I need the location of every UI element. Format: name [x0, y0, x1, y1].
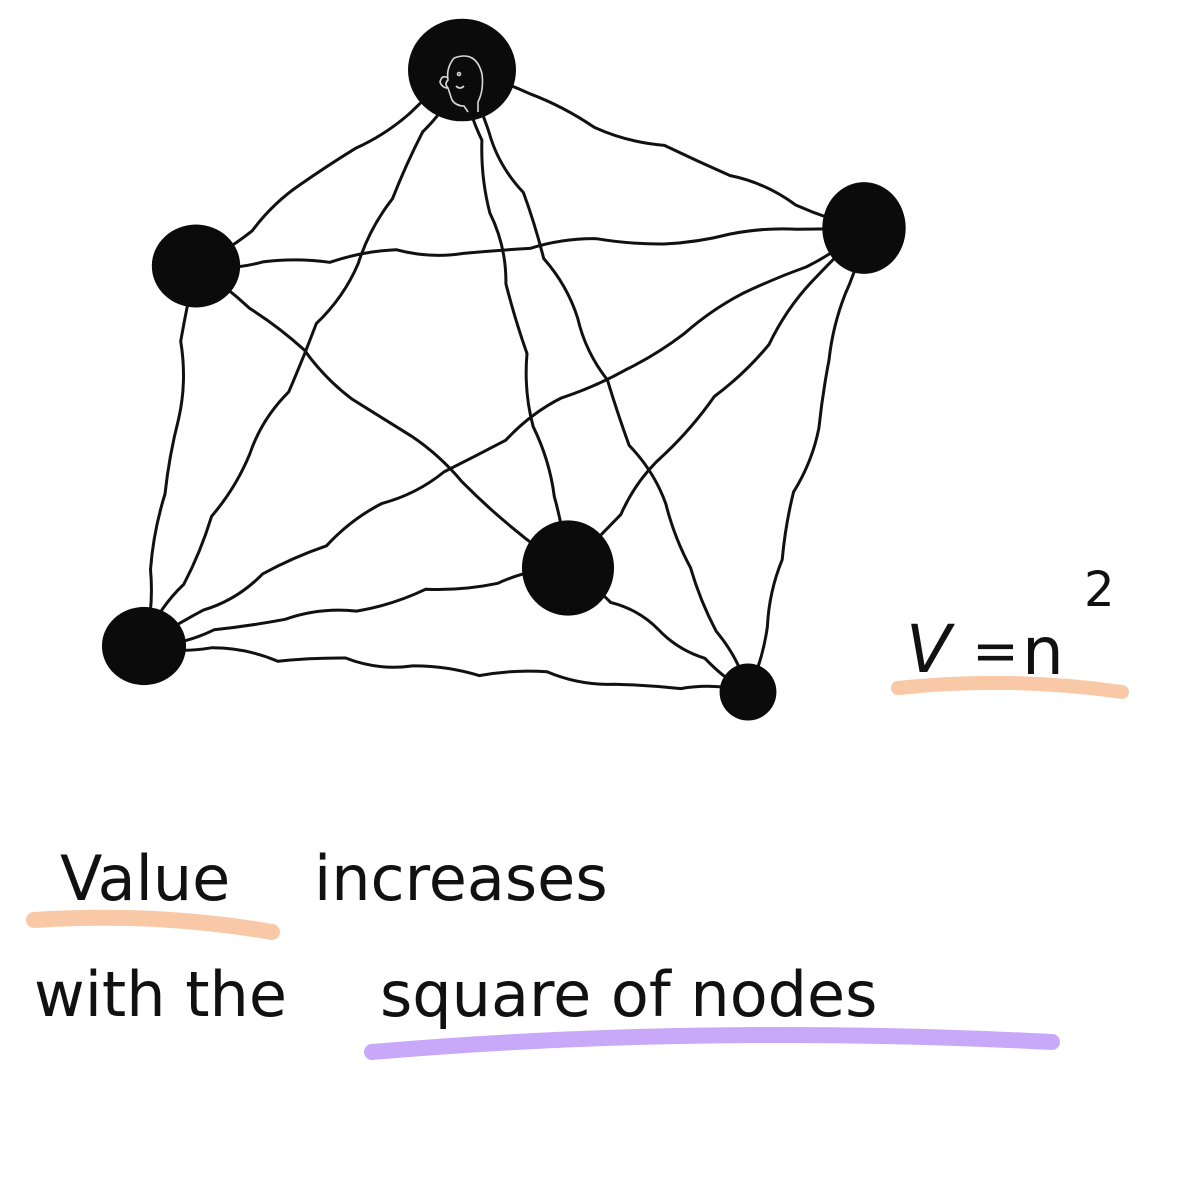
formula-exponent: 2 [1084, 562, 1115, 618]
formula-lhs: V [906, 611, 955, 688]
edge-top-center [460, 68, 570, 570]
node-upper-right [822, 182, 906, 274]
value-word-highlight [26, 909, 280, 940]
caption-value-word: Value [60, 842, 230, 915]
node-layer [101, 18, 906, 721]
formula: V = n 2 [906, 562, 1115, 690]
person-head-icon [439, 55, 484, 113]
edge-upper-left-center [194, 264, 570, 570]
caption-with-the: with the [34, 958, 287, 1031]
node-lower-right [719, 663, 777, 721]
formula-base: n [1022, 613, 1064, 690]
node-top [408, 18, 516, 122]
edge-upper-right-lower-right [746, 226, 866, 694]
node-upper-left [151, 224, 241, 308]
edge-layer [142, 68, 866, 694]
node-center [521, 520, 615, 616]
edge-upper-right-center [566, 226, 866, 570]
caption-square-of-nodes: square of nodes [380, 958, 877, 1031]
caption: Value increases with the square of nodes [34, 842, 877, 1031]
edge-upper-left-lower-left [142, 264, 198, 648]
square-of-nodes-highlight [364, 1026, 1060, 1060]
edge-upper-right-lower-left [142, 226, 866, 648]
edge-lower-left-lower-right [142, 644, 750, 694]
edge-top-upper-left [194, 68, 464, 268]
node-lower-left [101, 606, 187, 686]
edge-top-lower-left [142, 68, 464, 648]
edge-upper-left-upper-right [194, 226, 866, 270]
formula-highlight [891, 675, 1129, 699]
edge-lower-left-center [142, 566, 570, 648]
edge-top-upper-right [460, 68, 866, 230]
caption-increases: increases [314, 842, 608, 915]
formula-equals: = [972, 619, 1019, 684]
